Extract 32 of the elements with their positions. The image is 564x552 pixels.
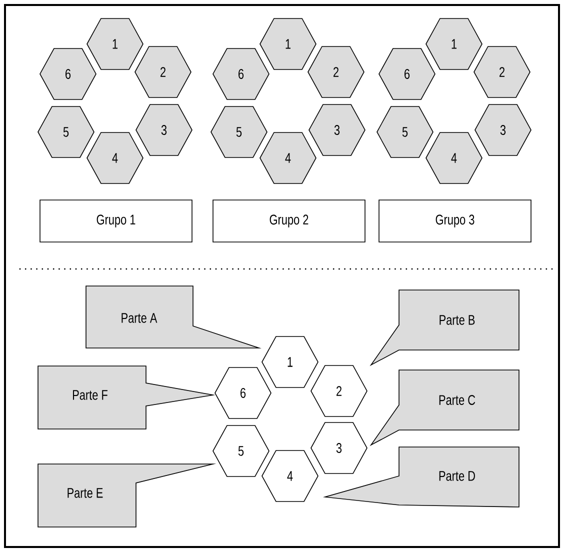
callout: Parte F: [38, 366, 216, 430]
hexagon: 4: [262, 450, 318, 502]
hexagon: 4: [260, 132, 316, 184]
hexagon: 3: [308, 104, 366, 156]
callout: Parte B: [370, 290, 520, 366]
hexagon: 5: [210, 106, 268, 158]
group-box: Grupo 1: [40, 200, 192, 242]
hexagon: 6: [40, 48, 96, 100]
hexagon: 1: [260, 18, 316, 70]
hexagon: 2: [308, 46, 364, 98]
hexagon: 5: [38, 106, 94, 158]
hexagon: 1: [86, 18, 144, 70]
hexagon: 5: [212, 425, 270, 477]
hexagon: 3: [474, 104, 532, 156]
hexagon: 3: [310, 422, 368, 474]
hexagon: 4: [86, 132, 144, 184]
hexagon: 2: [474, 46, 530, 98]
hexagon: 2: [310, 365, 368, 417]
callout: Parte A: [86, 286, 262, 348]
hexagon: 6: [214, 367, 272, 419]
callout: Parte E: [38, 464, 216, 528]
hexagon: 1: [262, 336, 318, 388]
callout: Parte C: [370, 370, 520, 446]
hexagon: 1: [426, 18, 482, 70]
hexagon: 4: [426, 132, 482, 184]
group-box: Grupo 3: [378, 200, 532, 242]
hexagon: 6: [212, 48, 270, 100]
hexagon: 2: [134, 46, 192, 98]
hexagon: 5: [376, 106, 434, 158]
hexagon: 3: [136, 104, 192, 156]
group-box: Grupo 2: [212, 200, 366, 242]
hexagon: 6: [378, 48, 436, 100]
